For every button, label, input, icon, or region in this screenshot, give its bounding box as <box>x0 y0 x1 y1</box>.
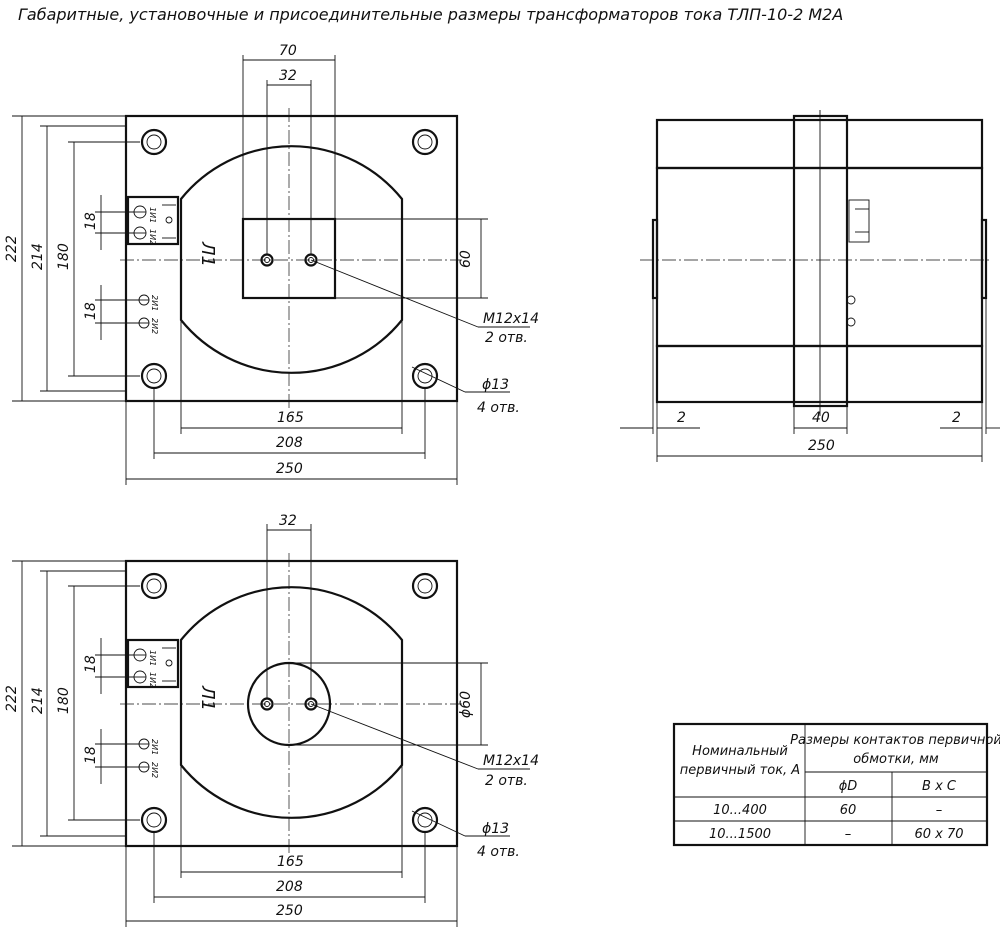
side-dim-250: 250 <box>808 438 835 454</box>
top-callout-hole-count: 4 отв. <box>477 400 520 416</box>
bottom-view: 1И1 1И2 2И1 2И2 Л1 32 222 214 180 18 18 <box>4 513 539 927</box>
table-row1-d: 60 <box>840 803 857 818</box>
top-callout-thread: M12x14 <box>483 311 539 327</box>
table-row2-current: 10...1500 <box>709 827 771 842</box>
bottom-dim-180: 180 <box>56 687 72 714</box>
top-dim-165: 165 <box>277 410 304 426</box>
bottom-dim-208: 208 <box>276 879 303 895</box>
drawing-title: Габаритные, установочные и присоединител… <box>18 5 843 24</box>
bottom-dim-18-upper: 18 <box>83 655 99 673</box>
side-view: 2 40 2 250 <box>620 110 1000 462</box>
side-body-upper <box>655 118 984 170</box>
top-base-plate <box>124 114 459 403</box>
top-terminal-block <box>126 195 180 329</box>
table-sub-d: ϕD <box>839 779 858 794</box>
top-dim-70: 70 <box>279 43 297 59</box>
table-row2-bc: 60 х 70 <box>914 827 963 842</box>
table-row1-bc: – <box>936 803 943 818</box>
top-dim-250: 250 <box>276 461 303 477</box>
top-mount-holes <box>140 128 439 390</box>
bottom-terminal-label-3: 2И1 <box>150 739 159 755</box>
top-callout-hole: ϕ13 <box>482 377 509 393</box>
top-dim-180: 180 <box>56 243 72 270</box>
bottom-terminal-label-4: 2И2 <box>150 762 159 778</box>
top-dim-222: 222 <box>4 235 20 262</box>
bottom-dim-18-lower: 18 <box>83 746 99 764</box>
top-terminal-label-1: 1И1 <box>148 207 157 223</box>
top-dim-208: 208 <box>276 435 303 451</box>
top-view: 1И1 1И2 2И1 2И2 Л1 70 32 222 214 180 18 <box>4 43 539 485</box>
contacts-table: Номинальный первичный ток, А Размеры кон… <box>672 722 1000 847</box>
top-marking: Л1 <box>197 241 218 267</box>
bottom-callout-hole-count: 4 отв. <box>477 844 520 860</box>
bottom-dim-d60: ϕ60 <box>458 691 474 718</box>
side-body-middle <box>655 166 984 348</box>
top-dim-60: 60 <box>458 250 474 268</box>
bottom-dim-222: 222 <box>4 685 20 712</box>
table-header-current-line2: первичный ток, А <box>680 763 800 778</box>
bottom-dim-32: 32 <box>279 513 297 529</box>
top-terminal-label-3: 2И1 <box>150 295 159 311</box>
top-callout-thread-count: 2 отв. <box>485 330 528 346</box>
bottom-dim-250: 250 <box>276 903 303 919</box>
bottom-callout-thread-count: 2 отв. <box>485 773 528 789</box>
side-body-lower <box>655 344 984 404</box>
top-dim-18-upper: 18 <box>83 212 99 230</box>
side-dim-2-right: 2 <box>952 410 961 426</box>
side-band <box>792 114 849 408</box>
top-dim-32: 32 <box>279 68 297 84</box>
bottom-base-plate <box>124 559 459 848</box>
top-dim-214: 214 <box>30 243 46 270</box>
side-dim-40: 40 <box>812 410 830 426</box>
bottom-terminal-label-2: 1И2 <box>148 672 157 688</box>
table-header-sizes-line2: обмотки, мм <box>853 752 939 767</box>
table-row1-current: 10...400 <box>713 803 767 818</box>
bottom-terminal-label-1: 1И1 <box>148 650 157 666</box>
table-sub-bc: B x C <box>922 779 957 794</box>
top-terminal-label-2: 1И2 <box>148 229 157 245</box>
bottom-callout-hole: ϕ13 <box>482 821 509 837</box>
table-header-sizes-line1: Размеры контактов первичной <box>790 733 1000 748</box>
bottom-marking: Л1 <box>197 685 218 711</box>
bottom-mount-holes <box>140 572 439 834</box>
bottom-dim-214: 214 <box>30 687 46 714</box>
bottom-dim-165: 165 <box>277 854 304 870</box>
table-row2-d: – <box>845 827 852 842</box>
side-dim-2-left: 2 <box>677 410 686 426</box>
top-terminal-label-4: 2И2 <box>150 318 159 334</box>
table-header-current-line1: Номинальный <box>692 744 788 759</box>
bottom-callout-thread: M12x14 <box>483 753 539 769</box>
top-dim-18-lower: 18 <box>83 302 99 320</box>
